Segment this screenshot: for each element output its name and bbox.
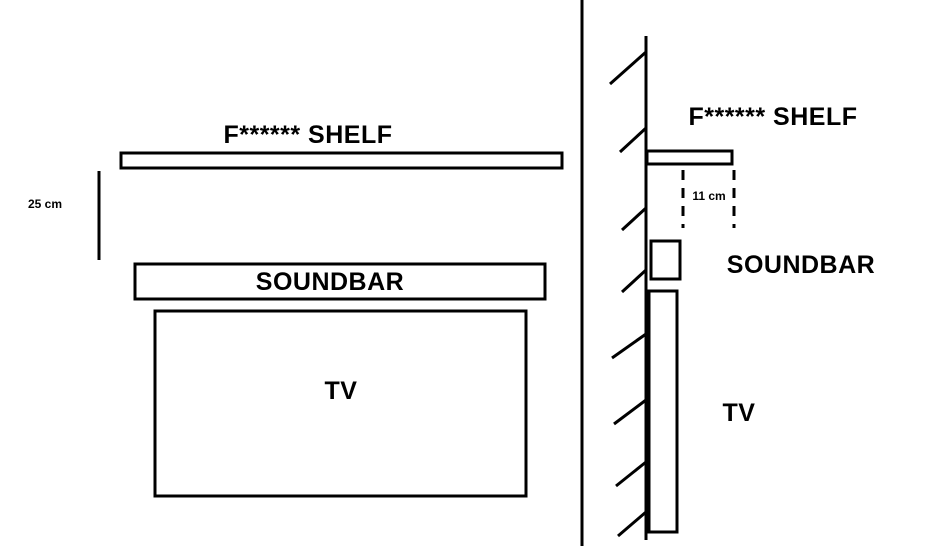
front-shelf: [119, 151, 564, 170]
wall-hatch-mark: [620, 206, 648, 232]
front-view: F****** SHELF 25 cm SOUNDBAR TV: [28, 121, 564, 498]
wall-hatch-mark: [617, 510, 647, 538]
side-soundbar: [649, 239, 682, 281]
front-soundbar-label: SOUNDBAR: [256, 268, 404, 296]
wall-hatch-mark: [609, 50, 647, 86]
side-view: F****** SHELF 11 cm SOUNDBAR TV: [609, 36, 875, 540]
wall-hatching: [609, 50, 648, 538]
side-soundbar-label: SOUNDBAR: [727, 251, 875, 279]
front-tv: [153, 309, 528, 498]
side-tv: [647, 289, 679, 534]
front-tv-label: TV: [325, 377, 358, 405]
wall-hatch-mark: [613, 398, 647, 426]
side-shelf-label: F****** SHELF: [688, 103, 857, 131]
wall-hatch-mark: [611, 332, 647, 360]
wall-hatch-mark: [615, 460, 647, 488]
side-tv-label: TV: [723, 399, 756, 427]
front-soundbar: [133, 262, 547, 301]
front-shelf-label: F****** SHELF: [223, 121, 392, 149]
side-depth-label: 11 cm: [692, 189, 725, 203]
side-shelf: [645, 149, 734, 166]
front-gap-label: 25 cm: [28, 197, 62, 211]
wall-hatch-mark: [620, 268, 648, 294]
wall-hatch-mark: [618, 126, 648, 154]
